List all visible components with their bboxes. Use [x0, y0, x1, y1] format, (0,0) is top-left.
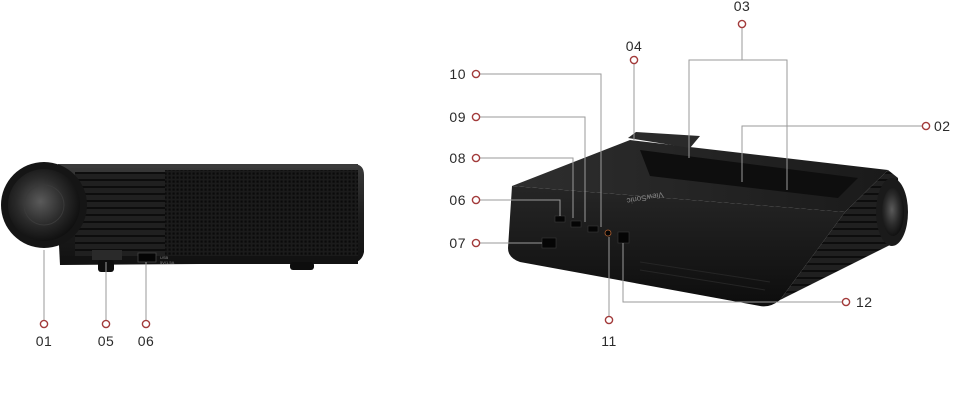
- marker-06-left: [141, 319, 151, 329]
- marker-06-right: [471, 195, 481, 205]
- leader-08: [478, 157, 574, 218]
- label-11: 11: [601, 333, 617, 349]
- usb-port-rear-icon: [587, 225, 599, 233]
- label-05-left: 05: [98, 333, 115, 349]
- side-vent-grill: [165, 170, 358, 256]
- marker-05-left: [101, 319, 111, 329]
- leader-02: [741, 125, 925, 182]
- rear-vent-lines: [639, 261, 771, 291]
- label-02: 02: [934, 118, 951, 134]
- projector-side-view: USB 5V/1.5A: [1, 162, 364, 272]
- leader-03-a: [688, 25, 743, 158]
- focus-ring-icon: [882, 188, 904, 236]
- label-06-left: 06: [138, 333, 155, 349]
- marker-03: [737, 19, 747, 29]
- side-top-edge: [58, 164, 358, 168]
- projector-rear-view: ViewSonic: [508, 132, 908, 307]
- side-fins: [75, 172, 167, 256]
- hdmi-port-2-icon: [570, 220, 582, 228]
- callout-labels: 01 05 06 02 03 04 06 07 08 09 10 11 12: [36, 0, 951, 349]
- label-04: 04: [626, 38, 643, 54]
- marker-04: [629, 55, 639, 65]
- leader-06-right: [478, 199, 561, 216]
- leader-12: [622, 243, 844, 303]
- marker-01: [39, 319, 49, 329]
- rear-panel: [508, 186, 845, 307]
- marker-10: [471, 69, 481, 79]
- label-09: 09: [449, 109, 466, 125]
- laser-window: [640, 150, 858, 198]
- lens-ring: [23, 184, 65, 226]
- label-03: 03: [734, 0, 751, 14]
- leader-10: [478, 73, 602, 227]
- lens-icon: [8, 169, 80, 241]
- side-bottom-strip: [60, 256, 358, 264]
- callout-markers: [39, 19, 931, 329]
- label-07: 07: [449, 235, 466, 251]
- label-12: 12: [856, 294, 873, 310]
- marker-11: [604, 315, 614, 325]
- power-socket-icon: [541, 237, 557, 249]
- hdmi-port-icon: [554, 215, 566, 223]
- marker-09: [471, 112, 481, 122]
- label-06-right: 06: [449, 192, 466, 208]
- usb-port-icon: [137, 252, 157, 263]
- right-side-vent: [780, 170, 900, 300]
- lan-port-icon: [617, 231, 630, 244]
- label-01: 01: [36, 333, 53, 349]
- cover-cap: [628, 132, 700, 148]
- rear-foot: [290, 262, 314, 270]
- usb-port-text-2: 5V/1.5A: [160, 260, 175, 265]
- marker-08: [471, 153, 481, 163]
- label-10: 10: [449, 66, 466, 82]
- leader-lines: [43, 25, 925, 322]
- usb-port-text-1: USB: [160, 255, 169, 260]
- marker-02: [921, 121, 931, 131]
- focus-dial: [92, 250, 122, 260]
- marker-12: [841, 297, 851, 307]
- leader-03-b: [742, 59, 788, 190]
- label-08: 08: [449, 150, 466, 166]
- leader-09: [478, 116, 586, 222]
- audio-jack-icon: [604, 229, 612, 237]
- marker-07: [471, 238, 481, 248]
